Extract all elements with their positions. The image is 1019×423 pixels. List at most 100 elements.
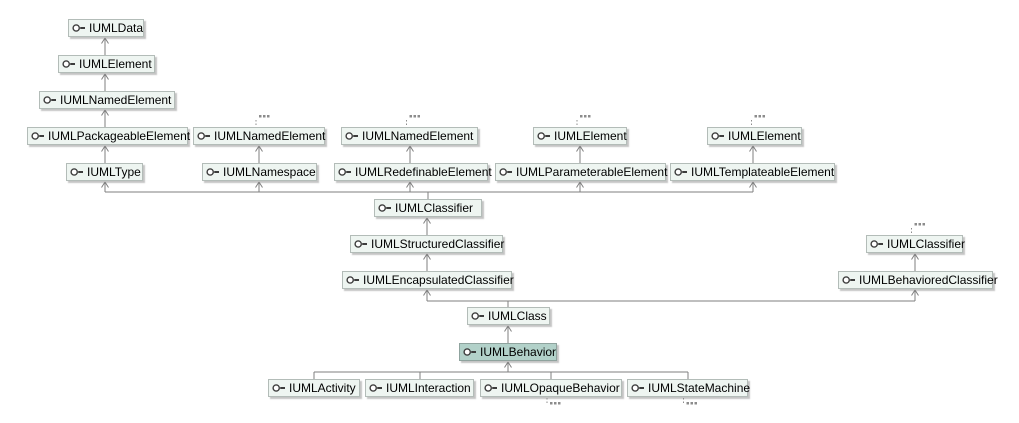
node-iumlstructuredclassifier[interactable]: IUMLStructuredClassifier: [350, 235, 505, 253]
interface-lollipop-icon: [354, 239, 368, 249]
node-iumlbehavioredclassifier[interactable]: IUMLBehavioredClassifier: [838, 271, 998, 289]
node-iumlelement-2[interactable]: IUMLElement: [533, 127, 627, 145]
node-iumlnamedelement-3[interactable]: IUMLNamedElement: [341, 127, 478, 145]
generalization-arrowhead: [579, 181, 584, 188]
more-ellipsis-dots: [754, 115, 757, 118]
node-iumltype[interactable]: IUMLType: [66, 163, 143, 181]
node-label: IUMLStructuredClassifier: [371, 237, 505, 251]
generalization-arrowhead: [255, 181, 260, 188]
generalization-arrowhead: [409, 145, 414, 152]
interface-lollipop-icon: [70, 167, 84, 177]
node-iumlpackageableelement[interactable]: IUMLPackageableElement: [27, 127, 191, 145]
more-ellipsis-dots: [918, 223, 921, 226]
node-label: IUMLElement: [728, 129, 801, 143]
node-label: IUMLElement: [554, 129, 627, 143]
node-label: IUMLData: [89, 21, 144, 35]
generalization-arrowhead: [911, 253, 916, 260]
generalization-arrowhead: [423, 289, 428, 296]
more-ellipsis-dots: [914, 223, 917, 226]
generalization-arrowhead: [423, 253, 428, 260]
interface-lollipop-icon: [631, 383, 645, 393]
interface-lollipop-icon: [206, 167, 220, 177]
node-iumlelement-3[interactable]: IUMLElement: [707, 127, 802, 145]
node-iumlnamespace[interactable]: IUMLNamespace: [202, 163, 317, 181]
interface-lollipop-icon: [842, 275, 856, 285]
more-ellipsis-dots: [588, 115, 591, 118]
node-iumlclass[interactable]: IUMLClass: [467, 307, 550, 325]
interface-lollipop-icon: [537, 131, 551, 141]
interface-lollipop-icon: [870, 239, 884, 249]
interface-lollipop-icon: [72, 23, 86, 33]
generalization-arrowhead: [911, 289, 916, 296]
node-label: IUMLParameterableElement: [516, 165, 668, 179]
node-label: IUMLClass: [488, 309, 547, 323]
more-ellipsis-dots: [409, 115, 412, 118]
interface-lollipop-icon: [43, 95, 57, 105]
more-ellipsis-dots: [413, 115, 416, 118]
generalization-arrowhead: [104, 145, 109, 152]
generalization-arrowhead: [104, 37, 109, 44]
node-iumlparameterableelement[interactable]: IUMLParameterableElement: [495, 163, 668, 181]
node-iumlredefinableelement[interactable]: IUMLRedefinableElement: [334, 163, 492, 181]
node-label: IUMLStateMachine: [648, 381, 751, 395]
node-label: IUMLPackageableElement: [48, 129, 191, 143]
node-iumlinteraction[interactable]: IUMLInteraction: [365, 379, 474, 397]
more-ellipsis-dots: [267, 115, 270, 118]
node-iumlbehavior[interactable]: IUMLBehavior: [459, 343, 557, 361]
more-ellipsis-dots: [259, 115, 262, 118]
generalization-arrowhead: [255, 145, 260, 152]
interface-lollipop-icon: [62, 59, 76, 69]
generalization-arrowhead: [426, 289, 431, 296]
generalization-arrowhead: [749, 145, 754, 152]
interface-lollipop-icon: [346, 275, 360, 285]
generalization-arrowhead: [406, 145, 411, 152]
more-ellipsis-dots: [694, 402, 697, 405]
node-iumlclassifier-right[interactable]: IUMLClassifier: [866, 235, 966, 253]
node-iumldata[interactable]: IUMLData: [68, 19, 144, 37]
interface-lollipop-icon: [31, 131, 45, 141]
node-label: IUMLClassifier: [395, 201, 474, 215]
generalization-arrowhead: [101, 109, 106, 116]
node-label: IUMLBehavioredClassifier: [859, 273, 998, 287]
interface-lollipop-icon: [499, 167, 513, 177]
node-iumlactivity[interactable]: IUMLActivity: [268, 379, 360, 397]
interface-lollipop-icon: [338, 167, 352, 177]
generalization-arrowhead: [504, 325, 509, 332]
more-ellipsis-dots: [922, 223, 925, 226]
node-iumlelement-1[interactable]: IUMLElement: [58, 55, 155, 73]
node-iumlopaquebehavior[interactable]: IUMLOpaqueBehavior: [480, 379, 622, 397]
node-label: IUMLClassifier: [887, 237, 966, 251]
node-iumlnamedelement-2[interactable]: IUMLNamedElement: [193, 127, 325, 145]
generalization-arrowhead: [576, 181, 581, 188]
node-label: IUMLInteraction: [386, 381, 471, 395]
generalization-arrowhead: [409, 181, 414, 188]
node-iumlstatemachine[interactable]: IUMLStateMachine: [627, 379, 751, 397]
generalization-arrowhead: [258, 181, 263, 188]
generalization-arrowhead: [101, 181, 106, 188]
generalization-arrowhead: [101, 73, 106, 80]
generalization-arrowhead: [101, 37, 106, 44]
more-ellipsis-dots: [417, 115, 420, 118]
generalization-arrowhead: [576, 145, 581, 152]
node-iumltemplateableelement[interactable]: IUMLTemplateableElement: [670, 163, 835, 181]
node-iumlclassifier-main[interactable]: IUMLClassifier: [374, 199, 482, 217]
node-iumlnamedelement-1[interactable]: IUMLNamedElement: [39, 91, 175, 109]
generalization-arrowhead: [104, 181, 109, 188]
node-label: IUMLNamedElement: [214, 129, 326, 143]
more-ellipsis-dots: [762, 115, 765, 118]
node-label: IUMLNamedElement: [362, 129, 474, 143]
node-iumlencapsulatedclassifier[interactable]: IUMLEncapsulatedClassifier: [342, 271, 514, 289]
generalization-arrowhead: [504, 361, 509, 368]
generalization-arrowhead: [104, 73, 109, 80]
more-ellipsis-dots: [758, 115, 761, 118]
generalization-arrowhead: [507, 325, 512, 332]
node-label: IUMLNamespace: [223, 165, 316, 179]
generalization-arrowhead: [914, 253, 919, 260]
interface-lollipop-icon: [345, 131, 359, 141]
node-label: IUMLType: [87, 165, 141, 179]
generalization-arrowhead: [752, 145, 757, 152]
node-label: IUMLActivity: [289, 381, 356, 395]
generalization-arrowhead: [258, 145, 263, 152]
interface-lollipop-icon: [378, 203, 392, 213]
more-ellipsis-dots: [686, 402, 689, 405]
